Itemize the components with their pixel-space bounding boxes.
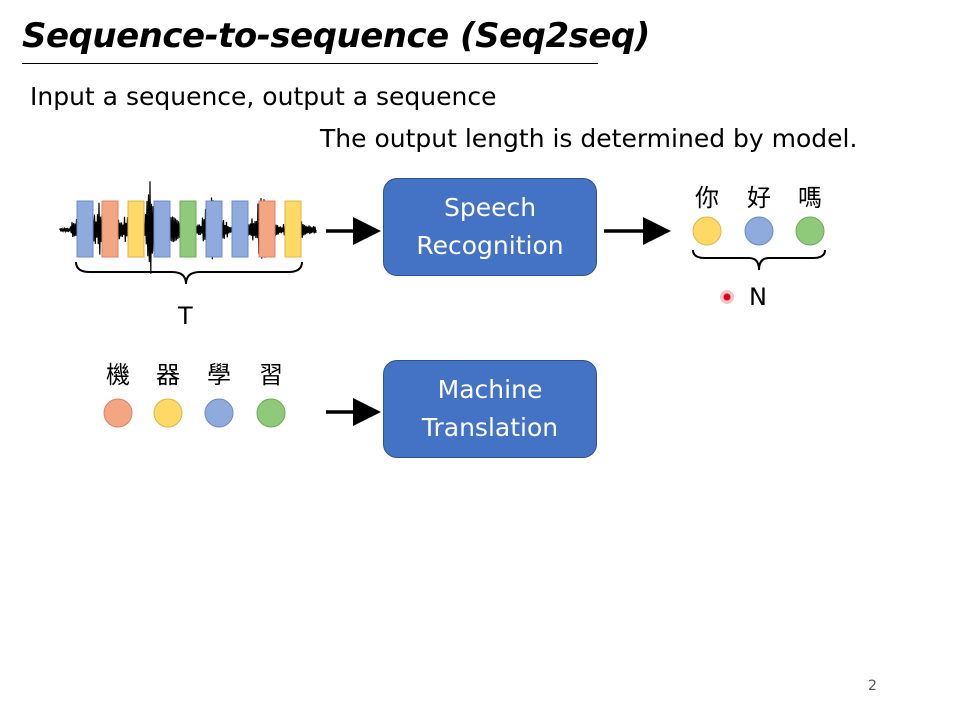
input-token-label: 習 — [259, 361, 283, 389]
feature-bar — [205, 200, 223, 258]
output-token-label: 你 — [695, 184, 719, 212]
input-length-label: T — [178, 302, 193, 330]
subtitle: Input a sequence, output a sequence — [30, 82, 497, 111]
feature-bar — [179, 200, 197, 258]
machine-translation-box: Machine Translation — [383, 360, 597, 458]
input-token-label: 機 — [106, 361, 130, 389]
input-token-circle — [256, 398, 286, 428]
feature-bar — [258, 200, 276, 258]
feature-bar — [127, 200, 145, 258]
acoustic-feature-bars — [76, 200, 302, 258]
slide-title: Sequence-to-sequence (Seq2seq) — [22, 16, 650, 56]
feature-bar — [231, 200, 249, 258]
feature-bar — [153, 200, 171, 258]
output-length-brace — [692, 249, 826, 271]
feature-bar — [284, 200, 302, 258]
machine-translation-box-line2: Translation — [421, 413, 559, 442]
output-token-label: 嗎 — [798, 184, 822, 212]
input-token-circle — [204, 398, 234, 428]
input-token-circle — [153, 398, 183, 428]
laser-pointer-core — [723, 293, 731, 301]
speech-recognition-box-line1: Speech — [443, 193, 537, 222]
output-token-circle — [744, 216, 774, 246]
output-length-note: The output length is determined by model… — [320, 124, 858, 153]
output-token-circle — [795, 216, 825, 246]
output-length-label: N — [749, 283, 767, 311]
feature-bar — [101, 200, 119, 258]
page-number: 2 — [868, 678, 877, 694]
input-length-brace — [75, 261, 303, 285]
machine-translation-box-line1: Machine — [437, 375, 543, 404]
output-token-circle — [692, 216, 722, 246]
input-token-label: 學 — [207, 361, 231, 389]
speech-recognition-box: Speech Recognition — [383, 178, 597, 276]
input-token-circle — [103, 398, 133, 428]
output-token-label: 好 — [747, 184, 771, 212]
title-underline — [22, 63, 598, 64]
feature-bar — [76, 200, 94, 258]
input-token-label: 器 — [156, 361, 180, 389]
speech-recognition-box-line2: Recognition — [416, 231, 564, 260]
